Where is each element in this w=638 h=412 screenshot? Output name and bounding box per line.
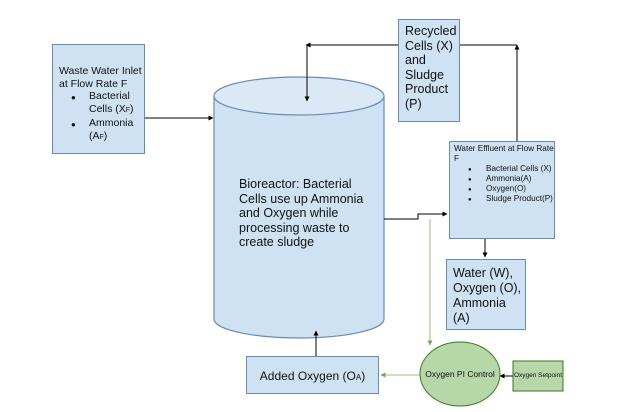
bioreactor-label: Bioreactor: Bacterial Cells use up Ammon…: [239, 177, 364, 249]
recycled-cells-box: Recycled Cells (X) and Sludge Product (P…: [398, 19, 460, 122]
effluent-item-bacterial-cells: Bacterial Cells (X): [454, 164, 554, 175]
water-output-box: Water (W), Oxygen (O), Ammonia (A): [446, 259, 526, 330]
effluent-item-oxygen: Oxygen(O): [454, 184, 554, 195]
effluent-title: Water Effluent at Flow Rate F: [454, 144, 554, 163]
effluent-list: Bacterial Cells (X) Ammonia(A) Oxygen(O)…: [454, 164, 554, 205]
recycled-label: Recycled Cells (X) and Sludge Product (P…: [405, 24, 457, 111]
inlet-list: Bacterial Cells (XF) Ammonia (AF): [59, 90, 144, 144]
added-oxygen-label: Added Oxygen (OA): [259, 369, 366, 383]
inlet-title: Waste Water Inlet at Flow Rate F: [59, 65, 142, 90]
bioreactor-cylinder: [213, 76, 385, 339]
oxygen-controller-label: Oxygen PI Control: [425, 368, 495, 379]
bioreactor-to-effluent-arrow: [384, 211, 448, 220]
waste-water-inlet-box: Waste Water Inlet at Flow Rate F Bacteri…: [52, 44, 145, 154]
oxygen-controller-shape: [419, 341, 501, 407]
effluent-item-sludge: Sludge Product(P): [454, 194, 554, 205]
oxygen-setpoint-shape: [512, 360, 564, 392]
inlet-item-bacterial-cells: Bacterial Cells (XF): [59, 90, 144, 117]
effluent-item-ammonia: Ammonia(A): [454, 174, 554, 185]
water-output-label: Water (W), Oxygen (O), Ammonia (A): [453, 266, 522, 325]
water-effluent-box: Water Effluent at Flow Rate F Bacterial …: [449, 141, 555, 239]
inlet-item-ammonia: Ammonia (AF): [59, 117, 144, 144]
added-oxygen-box: Added Oxygen (OA): [246, 356, 379, 394]
oxygen-setpoint-label: Oxygen Setpoint: [513, 371, 563, 379]
